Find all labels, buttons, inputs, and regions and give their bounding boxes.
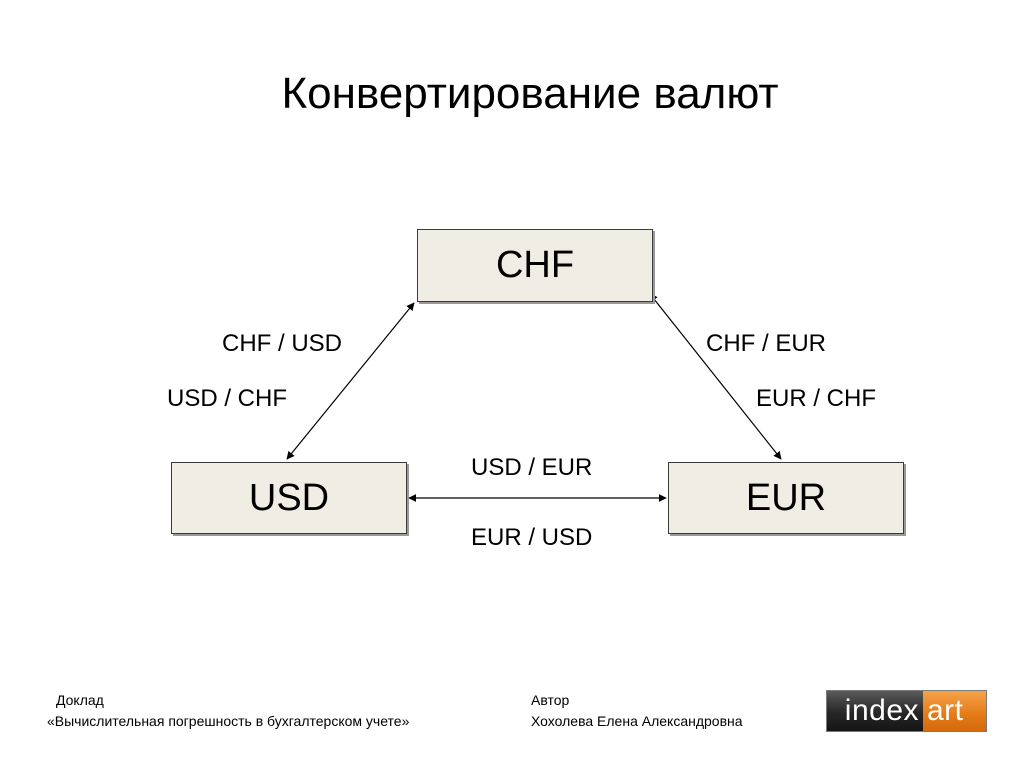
slide-title: Конвертирование валют [281,69,779,118]
footer-report-title: «Вычислительная погрешность в бухгалтерс… [47,713,410,729]
arrow-chf-eur [649,293,782,460]
footer-author-label: Автор [531,692,570,708]
arrow-usd-chf [286,302,415,460]
rate-label-eur-chf: EUR / CHF [756,385,876,412]
rate-label-usd-eur: USD / EUR [471,454,593,481]
logo-text-index: index [827,691,923,731]
rate-label-chf-eur: CHF / EUR [706,330,826,357]
index-art-logo: index art [826,690,987,732]
footer-report-label: Доклад [56,692,104,708]
currency-node-chf: CHF [417,229,653,302]
rate-label-usd-chf: USD / CHF [167,385,287,412]
currency-label-usd: USD [248,476,330,519]
logo-text-art: art [923,691,986,731]
footer-author-name: Хохолева Елена Александровна [531,713,743,729]
currency-label-eur: EUR [745,476,827,519]
currency-node-eur: EUR [668,462,904,534]
currency-label-chf: CHF [495,244,575,286]
currency-node-usd: USD [171,462,407,534]
rate-label-chf-usd: CHF / USD [222,330,342,357]
rate-label-eur-usd: EUR / USD [471,524,593,551]
